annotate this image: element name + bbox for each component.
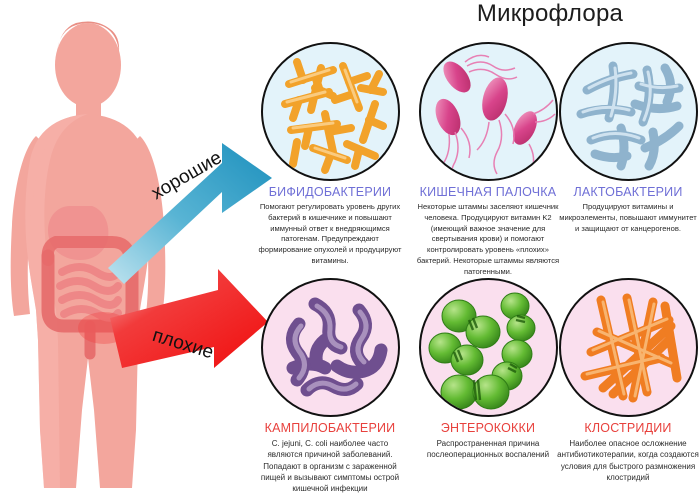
spiral-curved-icon <box>285 297 387 397</box>
campylobacter-description: C. jejuni, C. coli наиболее часто являют… <box>260 439 400 494</box>
straight-rods-icon <box>580 293 681 403</box>
card-lactobacteria[interactable]: ЛАКТОБАКТЕРИИ Продуцируют витамины и мик… <box>556 42 700 234</box>
long-rods-icon <box>576 61 683 171</box>
e-coli-description: Некоторые штаммы заселяют кишечник челов… <box>416 202 560 276</box>
card-campylobacter[interactable]: КАМПИЛОБАКТЕРИИ C. jejuni, C. coli наибо… <box>255 278 405 495</box>
e-coli-caption: КИШЕЧНАЯ ПАЛОЧКА <box>419 185 557 199</box>
enterococci-description: Распространенная причина послеоперационн… <box>426 439 550 460</box>
bifidobacteria-description: Помогают регулировать уровень других бак… <box>258 202 402 265</box>
clostridia-description: Наиболее опасное осложнение антибиотикот… <box>557 439 699 483</box>
bifidobacteria-circle <box>260 42 400 181</box>
card-enterococci[interactable]: ЭНТЕРОКОККИ Распространенная причина пос… <box>408 278 568 461</box>
bifidobacteria-caption: БИФИДОБАКТЕРИИ <box>268 185 392 199</box>
diplococci-icon <box>428 292 535 410</box>
campylobacter-circle <box>260 278 400 417</box>
enterococci-circle <box>418 278 558 417</box>
campylobacter-caption: КАМПИЛОБАКТЕРИИ <box>264 421 396 435</box>
lactobacteria-caption: ЛАКТОБАКТЕРИИ <box>573 185 683 199</box>
page-title: Микрофлора <box>476 0 624 27</box>
branched-rods-icon <box>280 58 387 174</box>
card-clostridia[interactable]: КЛОСТРИДИИ Наиболее опасное осложнение а… <box>556 278 700 483</box>
card-bifidobacteria[interactable]: БИФИДОБАКТЕРИИ Помогают регулировать уро… <box>255 42 405 267</box>
lactobacteria-description: Продуцируют витамины и микроэлементы, по… <box>559 202 697 233</box>
human-body-illustration <box>0 10 250 490</box>
clostridia-circle <box>558 278 698 417</box>
e-coli-circle <box>418 42 558 181</box>
card-e-coli[interactable]: КИШЕЧНАЯ ПАЛОЧКА Некоторые штаммы заселя… <box>408 42 568 277</box>
flagellated-rods-icon <box>435 54 556 179</box>
lactobacteria-circle <box>558 42 698 181</box>
clostridia-caption: КЛОСТРИДИИ <box>584 421 672 435</box>
enterococci-caption: ЭНТЕРОКОККИ <box>440 421 536 435</box>
